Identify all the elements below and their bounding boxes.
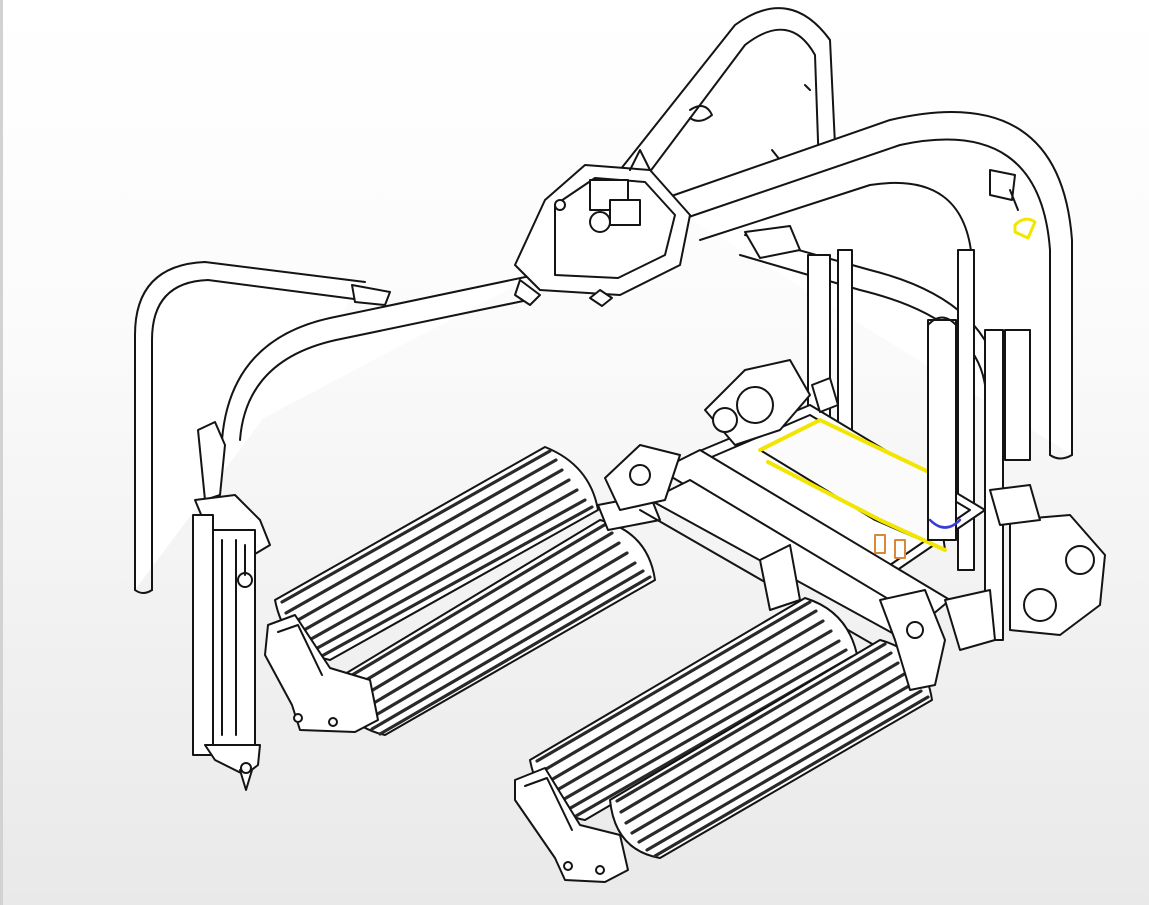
left-roller-assembly: [264, 446, 661, 736]
right-roller-assembly: [514, 589, 946, 883]
central-hub: [514, 149, 691, 307]
lower-frame-legs: [759, 544, 996, 651]
frame-edge: [0, 0, 3, 905]
left-hoop-arm: [134, 261, 536, 594]
left-hydraulic-unit: [192, 421, 271, 791]
